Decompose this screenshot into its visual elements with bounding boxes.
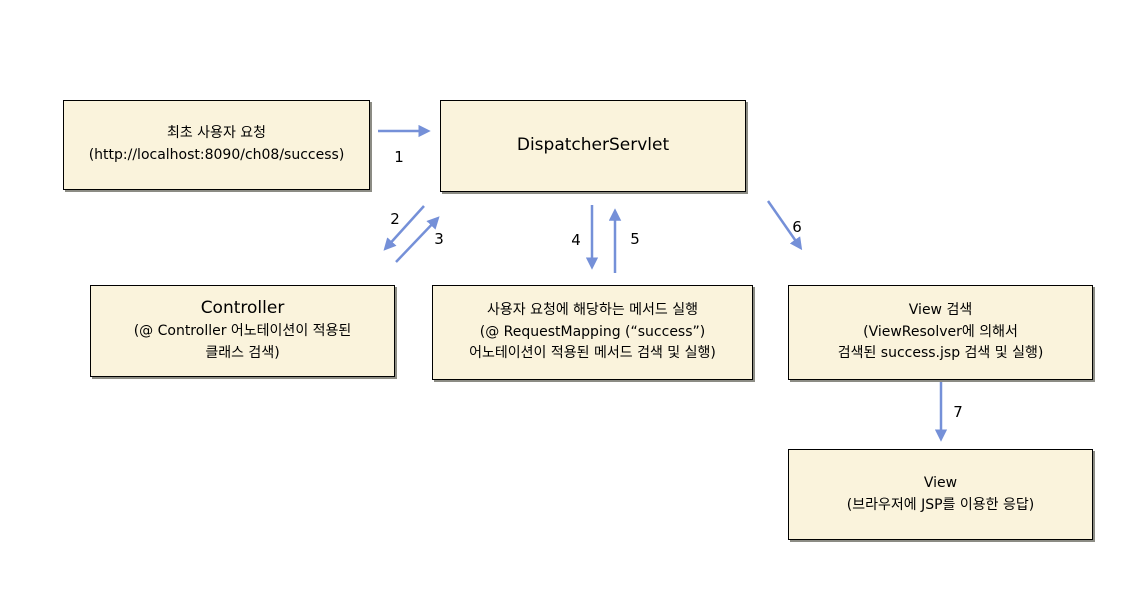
box-dispatcher-servlet: DispatcherServlet	[440, 100, 746, 192]
arrow-label-3: 3	[434, 230, 444, 248]
box-line: DispatcherServlet	[516, 135, 670, 156]
box-line: 최초 사용자 요청	[166, 125, 267, 142]
box-line: (@ RequestMapping (“success”)	[479, 323, 706, 340]
arrow-3-controller-to-dispatcher	[395, 216, 440, 263]
box-view: View (브라우저에 JSP를 이용한 응답)	[788, 449, 1093, 540]
arrow-label-2: 2	[390, 210, 400, 228]
box-line: (@ Controller 어노테이션이 적용된	[133, 323, 352, 340]
box-line: 어노테이션이 적용된 메서드 검색 및 실행)	[469, 345, 716, 362]
arrow-label-7: 7	[953, 403, 963, 421]
box-initial-request: 최초 사용자 요청 (http://localhost:8090/ch08/su…	[63, 100, 370, 190]
box-line: (http://localhost:8090/ch08/success)	[88, 147, 345, 163]
box-line: 클래스 검색)	[205, 344, 280, 361]
box-line: View	[923, 474, 958, 491]
box-method-execution: 사용자 요청에 해당하는 메서드 실행 (@ RequestMapping (“…	[432, 285, 753, 380]
box-line: 검색된 success.jsp 검색 및 실행)	[837, 345, 1044, 362]
arrow-label-5: 5	[630, 230, 640, 248]
box-line: Controller	[200, 298, 285, 319]
box-controller: Controller (@ Controller 어노테이션이 적용된 클래스 …	[90, 285, 395, 377]
arrow-label-4: 4	[571, 231, 581, 249]
box-line: (ViewResolver에 의해서	[863, 323, 1018, 340]
arrow-label-6: 6	[792, 218, 802, 236]
box-view-search: View 검색 (ViewResolver에 의해서 검색된 success.j…	[788, 285, 1093, 380]
box-line: 사용자 요청에 해당하는 메서드 실행	[487, 301, 698, 318]
arrow-label-1: 1	[394, 148, 404, 166]
box-line: View 검색	[908, 301, 973, 318]
box-line: (브라우저에 JSP를 이용한 응답)	[846, 496, 1035, 513]
